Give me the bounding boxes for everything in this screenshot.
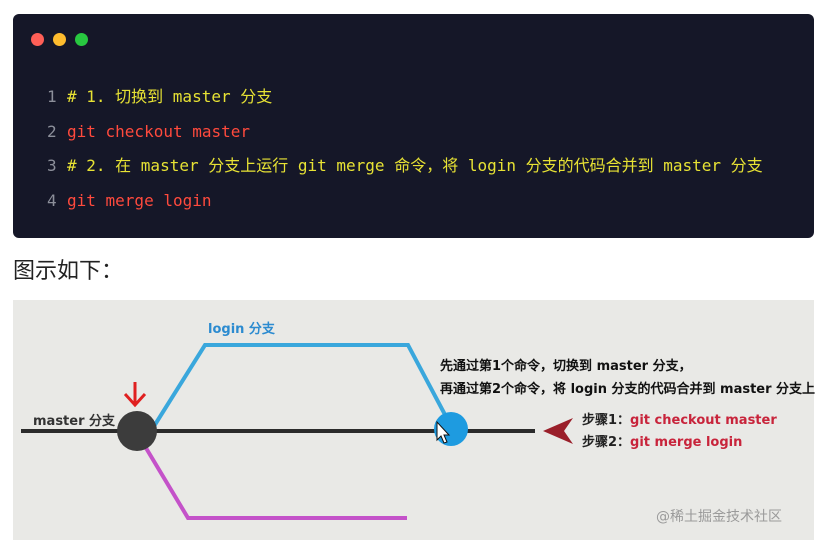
- code-window: 1 # 1. 切换到 master 分支 2 git checkout master…: [13, 14, 814, 238]
- line-number: 3: [47, 156, 57, 176]
- watermark: @稀土掘金技术社区: [656, 509, 782, 525]
- pointer-arrow-icon: [543, 418, 573, 444]
- login-branch-line: [149, 343, 453, 433]
- code-line: 3 # 2. 在 master 分支上运行 git merge 命令，将 logi…: [47, 149, 763, 184]
- minimize-dot-icon: [53, 33, 66, 46]
- code-line: 1 # 1. 切换到 master 分支: [47, 80, 763, 115]
- note-line-1: 先通过第1个命令，切换到 master 分支，: [440, 359, 692, 374]
- step-2-command: git merge login: [630, 435, 743, 450]
- step-2-label: 步骤2：: [582, 435, 631, 450]
- code-line: 4 git merge login: [47, 184, 763, 219]
- close-dot-icon: [31, 33, 44, 46]
- master-branch-label: master 分支: [33, 414, 116, 429]
- line-number: 1: [47, 87, 57, 106]
- line-number: 4: [47, 190, 57, 210]
- note-line-2: 再通过第2个命令，将 login 分支的代码合并到 master 分支上: [440, 382, 816, 397]
- line-number: 2: [47, 121, 57, 141]
- mouse-cursor-icon: [436, 420, 451, 444]
- maximize-dot-icon: [75, 33, 88, 46]
- step-1-label: 步骤1：: [582, 413, 631, 428]
- side-branch-line: [141, 441, 407, 520]
- step-2: 步骤2：git merge login: [582, 431, 742, 450]
- step-1-command: git checkout master: [630, 413, 777, 428]
- login-branch-label: login 分支: [208, 322, 275, 337]
- branch-graph: [21, 343, 573, 520]
- code-text: # 2. 在 master 分支上运行 git merge 命令，将 login…: [67, 156, 763, 176]
- code-text: # 1. 切换到 master 分支: [67, 87, 273, 106]
- code-line: 2 git checkout master: [47, 115, 763, 150]
- code-block: 1 # 1. 切换到 master 分支 2 git checkout master…: [47, 80, 763, 218]
- code-text: git checkout master: [67, 121, 251, 141]
- window-controls: [31, 33, 88, 46]
- step-1: 步骤1：git checkout master: [582, 409, 777, 428]
- diagram-caption: 图示如下：: [13, 259, 124, 284]
- code-text: git merge login: [67, 190, 212, 210]
- merge-diagram: login 分支 master 分支 先通过第1个命令，切换到 master 分…: [13, 300, 816, 540]
- master-commit-node: [117, 411, 157, 451]
- top-strip: [0, 0, 828, 6]
- down-arrow-icon: [123, 382, 147, 408]
